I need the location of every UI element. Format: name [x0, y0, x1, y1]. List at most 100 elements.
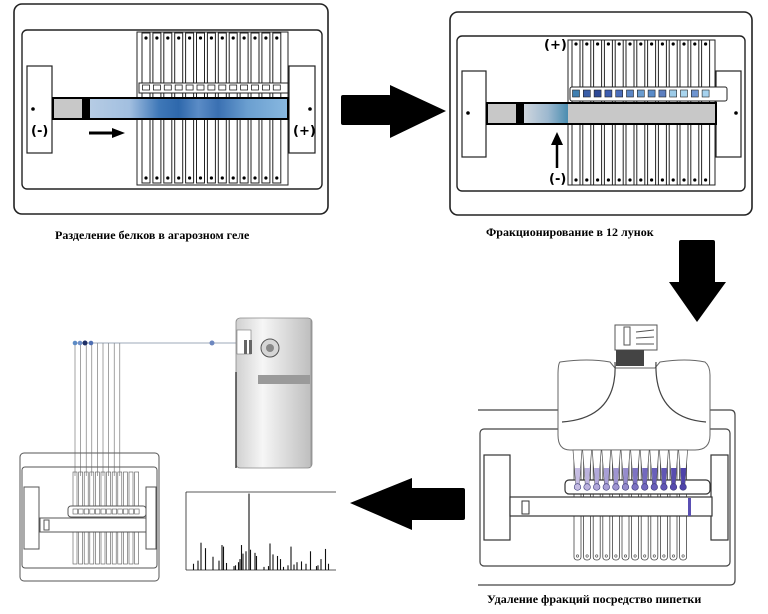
- well: [251, 84, 259, 91]
- lane-dot: [693, 178, 697, 182]
- lane-dot: [198, 176, 203, 180]
- lane-dot: [662, 554, 666, 558]
- tip-drop: [669, 483, 678, 491]
- lane-dot: [264, 176, 268, 180]
- lane-dot: [671, 42, 675, 46]
- well: [229, 84, 238, 91]
- tip-liquid: [671, 468, 677, 488]
- well: [128, 508, 134, 515]
- lane-dot: [639, 42, 643, 46]
- well: [163, 84, 172, 91]
- step2-panel: (+) (-) Фракционирование в 12 лунок: [440, 0, 768, 250]
- tip-liquid: [584, 468, 591, 488]
- multichannel-pipette: [557, 324, 711, 451]
- gel-separation-diagram: [13, 3, 329, 215]
- lane-dot: [639, 178, 643, 182]
- lane-dot: [643, 554, 647, 558]
- step3-caption: Удаление фракций посредство пипетки: [487, 592, 702, 606]
- lane-dot: [242, 176, 246, 180]
- lane-dot: [606, 42, 610, 46]
- tip-drop: [573, 483, 582, 491]
- well: [78, 508, 84, 515]
- step1-caption: Разделение белков в агарозном геле: [55, 228, 250, 242]
- lane-dot: [614, 554, 618, 558]
- step3-panel: Удаление фракций посредство пипетки: [470, 300, 768, 614]
- lane-dot: [628, 42, 632, 46]
- lane-dot: [650, 42, 654, 46]
- well: [196, 84, 205, 91]
- lane-dot: [624, 554, 628, 558]
- negative-label: (-): [31, 124, 49, 139]
- lane-dot: [220, 176, 224, 180]
- lane-dot: [681, 554, 685, 558]
- fraction-dots: [72, 340, 215, 346]
- lane-dot: [633, 554, 637, 558]
- lane-dot: [596, 178, 600, 182]
- tip-drop: [621, 483, 630, 491]
- negative-electrode: [26, 65, 53, 154]
- tip-drop: [602, 483, 610, 491]
- protein-bands: [90, 99, 287, 118]
- fractionation-diagram: [449, 11, 753, 216]
- well: [100, 508, 106, 515]
- fraction-wells: [142, 84, 281, 91]
- positive-label: (+): [544, 38, 567, 53]
- fraction-well: [669, 89, 677, 98]
- tip-liquid: [613, 468, 619, 488]
- tip-liquid: [575, 468, 581, 488]
- lane-dot: [155, 36, 159, 40]
- well: [152, 84, 161, 91]
- well: [117, 508, 123, 515]
- pipetting-diagram: [478, 324, 736, 586]
- well: [134, 508, 140, 515]
- pipette-tips: [572, 449, 688, 491]
- step2-caption: Фракционирование в 12 лунок: [486, 225, 654, 239]
- lane-dot: [144, 176, 148, 180]
- lane-dot: [275, 36, 279, 40]
- tip-drop: [593, 483, 601, 491]
- well: [95, 508, 101, 515]
- well: [261, 84, 270, 91]
- lane-dot: [220, 36, 224, 40]
- colored-fraction-wells: [572, 89, 710, 98]
- lane-dot: [253, 176, 257, 180]
- well: [174, 84, 183, 91]
- well: [123, 508, 129, 515]
- lane-dot: [596, 42, 600, 46]
- fraction-well: [637, 89, 645, 98]
- tip-liquid: [680, 468, 687, 488]
- step1-panel: (-) (+) Разделение белков в агарозном ге…: [0, 0, 340, 250]
- lane-dot: [231, 36, 235, 40]
- well: [111, 508, 117, 515]
- lane-dot: [188, 36, 192, 40]
- well: [72, 508, 78, 515]
- well: [218, 84, 227, 91]
- fraction-well: [647, 89, 656, 98]
- lane-dot: [166, 176, 170, 180]
- lane-dot: [209, 176, 213, 180]
- tip-drop: [631, 483, 639, 491]
- well: [240, 84, 249, 91]
- tip-liquid: [632, 468, 639, 488]
- lane-dot: [682, 178, 686, 182]
- lane-dot: [198, 36, 203, 40]
- arrow-right-icon: [341, 85, 446, 138]
- lane-dot: [617, 42, 621, 46]
- lane-dot: [682, 42, 686, 46]
- well: [272, 84, 281, 91]
- lane-dot: [177, 176, 181, 180]
- positive-label: (+): [293, 124, 316, 139]
- well: [142, 84, 150, 91]
- lane-dot: [652, 554, 656, 558]
- tip-liquid: [642, 468, 648, 488]
- tip-liquid: [603, 468, 610, 488]
- well: [207, 84, 216, 91]
- lane-dot: [177, 36, 181, 40]
- fraction-well: [691, 89, 699, 98]
- tip-liquid: [651, 468, 658, 488]
- tip-liquid: [623, 468, 629, 488]
- lane-dot: [155, 176, 159, 180]
- lane-dot: [628, 178, 632, 182]
- lane-dot: [209, 36, 213, 40]
- fraction-well: [658, 89, 667, 98]
